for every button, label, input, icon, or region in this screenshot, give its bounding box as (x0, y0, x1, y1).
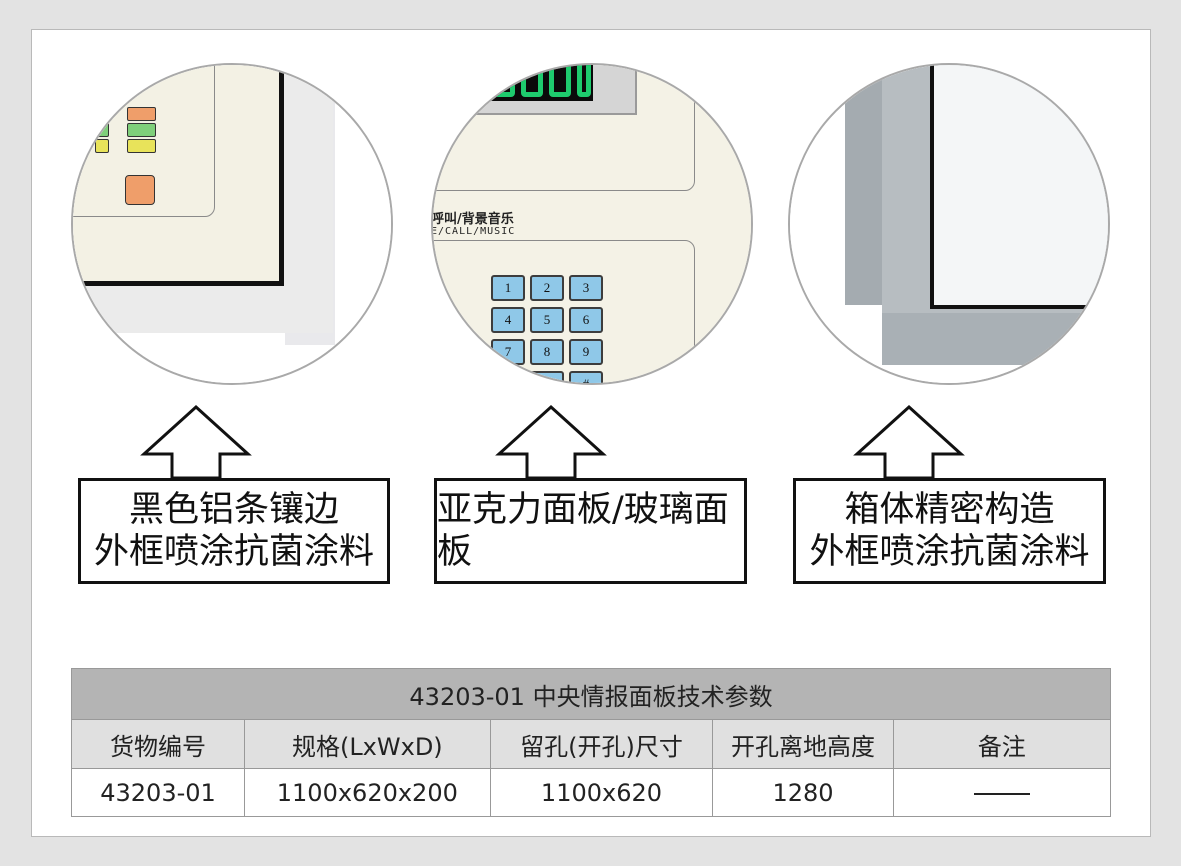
keypad-key: 2 (530, 275, 564, 301)
table-cell: 43203-01 (70, 768, 246, 817)
display-digit (577, 65, 591, 97)
keypad-key: 8 (530, 339, 564, 365)
mini-button (127, 123, 156, 137)
dash-mark (973, 792, 1030, 795)
keypad-key: 4 (491, 307, 525, 333)
feature-label-panel: 亚克力面板/玻璃面板 (434, 478, 747, 584)
keypad-key: 7 (491, 339, 525, 365)
mini-button (95, 139, 109, 153)
keypad-key (491, 371, 525, 383)
table-header-row: 货物编号 规格(LxWxD) 留孔(开孔)尺寸 开孔离地高度 备注 (70, 719, 1112, 769)
column-header: 留孔(开孔)尺寸 (489, 719, 714, 769)
table-title: 43203-01 中央情报面板技术参数 (71, 668, 1111, 720)
mini-button (95, 123, 109, 137)
table-row: 43203-01 1100x620x200 1100x620 1280 (70, 768, 1112, 817)
up-arrow-icon (853, 404, 965, 480)
keypad-key: 9 (569, 339, 603, 365)
feature-line: 亚克力面板/玻璃面板 (437, 490, 729, 572)
column-header: 规格(LxWxD) (244, 719, 491, 769)
mini-button (127, 107, 156, 121)
feature-line: 箱体精密构造 (844, 490, 1055, 530)
feature-line: 黑色铝条镶边 (128, 490, 339, 530)
panel-corner (73, 65, 284, 286)
display-digit (521, 65, 543, 97)
feature-label-edge: 黑色铝条镶边 外框喷涂抗菌涂料 (78, 478, 390, 584)
feature-line: 外框喷涂抗菌涂料 (93, 532, 374, 572)
feature-line: 外框喷涂抗菌涂料 (809, 532, 1090, 572)
keypad-key (530, 371, 564, 383)
call-music-label-en: E/CALL/MUSIC (431, 226, 516, 237)
spec-table: 43203-01 中央情报面板技术参数 货物编号 规格(LxWxD) 留孔(开孔… (70, 668, 1112, 817)
detail-circle-frame (788, 63, 1110, 385)
keypad-key: 1 (491, 275, 525, 301)
column-header: 货物编号 (70, 719, 246, 769)
column-header: 备注 (892, 719, 1112, 769)
feature-label-frame: 箱体精密构造 外框喷涂抗菌涂料 (793, 478, 1106, 584)
keypad-key: 5 (530, 307, 564, 333)
enclosure-bottom (882, 313, 1108, 365)
panel-inner-border (73, 65, 215, 217)
detail-circle-panel: 呼叫/背景音乐 E/CALL/MUSIC 1 2 3 4 5 6 7 8 9 # (431, 63, 753, 385)
test-button-mini (125, 175, 155, 205)
keypad-key: # (569, 371, 603, 383)
display-digit (549, 65, 571, 97)
mini-button (127, 139, 156, 153)
panel-section-top (433, 65, 695, 191)
call-music-label: 呼叫/背景音乐 (431, 212, 514, 227)
table-cell: 1100x620x200 (244, 768, 491, 817)
keypad-key: 3 (569, 275, 603, 301)
column-header: 开孔离地高度 (712, 719, 894, 769)
display-digit (493, 65, 515, 97)
keypad-key: 6 (569, 307, 603, 333)
table-cell-remark (892, 768, 1112, 817)
panel-section-keypad (433, 240, 695, 383)
digital-display (473, 65, 637, 115)
table-title-row: 43203-01 中央情报面板技术参数 (71, 668, 1111, 720)
detail-circle-edge (71, 63, 393, 385)
enclosure-side (845, 65, 885, 305)
up-arrow-icon (140, 404, 252, 480)
table-cell: 1100x620 (489, 768, 714, 817)
glass-panel (930, 65, 1108, 309)
table-cell: 1280 (712, 768, 894, 817)
up-arrow-icon (495, 404, 607, 480)
